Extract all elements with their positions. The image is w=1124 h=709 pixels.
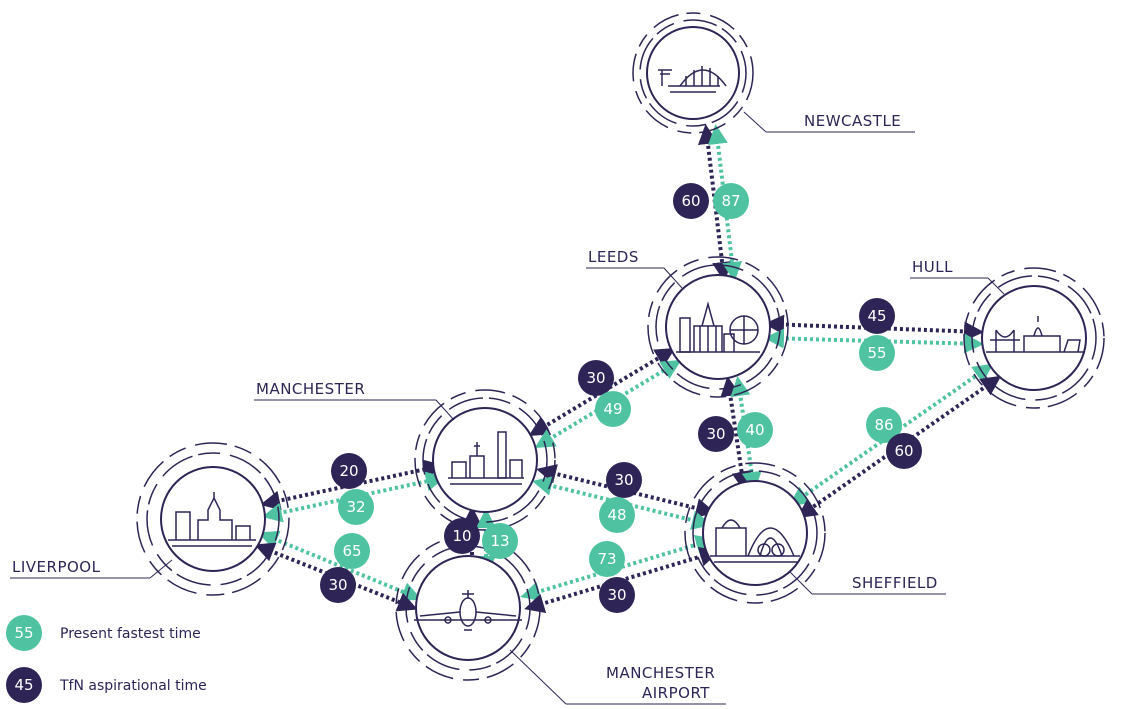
svg-text:55: 55 xyxy=(14,624,33,642)
badge-hull-sheffield-present: 86 xyxy=(866,407,902,443)
badge-airport-sheffield-present: 73 xyxy=(589,541,625,577)
svg-text:86: 86 xyxy=(874,416,893,434)
svg-text:45: 45 xyxy=(14,676,33,694)
leeds-label: LEEDS xyxy=(588,248,639,266)
svg-text:73: 73 xyxy=(597,550,616,568)
badge-liverpool-airport-present: 65 xyxy=(334,533,370,569)
svg-text:40: 40 xyxy=(745,421,764,439)
badge-manchester-leeds-present: 49 xyxy=(595,391,631,427)
manchester-town-hall-skyline-icon xyxy=(448,431,524,485)
svg-text:32: 32 xyxy=(346,498,365,516)
city-node-liverpool xyxy=(136,442,290,596)
humber-bridge-skyline-icon xyxy=(986,316,1084,353)
svg-text:45: 45 xyxy=(867,307,886,325)
route-newcastle-leeds-present-line xyxy=(707,124,743,282)
legend-aspirational-swatch xyxy=(6,667,42,703)
badge-manchester-airport-present: 13 xyxy=(482,523,518,559)
city-node-hull xyxy=(963,267,1105,409)
time-badges: 60 87 45 55 30 49 30 40 xyxy=(320,183,922,613)
badge-airport-sheffield-aspirational: 30 xyxy=(599,577,635,613)
leeds-label-leader xyxy=(663,267,683,289)
badge-liverpool-manchester-present: 32 xyxy=(338,489,374,525)
legend-present-label: Present fastest time xyxy=(60,626,201,642)
city-node-manchester-airport xyxy=(395,535,541,681)
sheffield-label: SHEFFIELD xyxy=(852,574,938,592)
svg-text:60: 60 xyxy=(894,442,913,460)
svg-text:49: 49 xyxy=(603,400,622,418)
badge-leeds-hull-aspirational: 45 xyxy=(859,298,895,334)
badge-liverpool-airport-aspirational: 30 xyxy=(320,567,356,603)
svg-text:30: 30 xyxy=(607,586,626,604)
badge-hull-sheffield-aspirational: 60 xyxy=(886,433,922,469)
connection-lines xyxy=(254,124,1002,614)
legend-aspirational-label: TfN aspirational time xyxy=(59,678,207,694)
hull-label-leader xyxy=(987,277,1005,295)
city-node-newcastle xyxy=(632,12,754,134)
svg-text:55: 55 xyxy=(867,344,886,362)
manchester-airport-label-line1: MANCHESTER xyxy=(606,664,715,682)
svg-text:65: 65 xyxy=(342,542,361,560)
svg-text:30: 30 xyxy=(586,369,605,387)
badge-manchester-leeds-aspirational: 30 xyxy=(578,360,614,396)
sheffield-label-leader xyxy=(789,571,813,595)
manchester-label: MANCHESTER xyxy=(256,380,365,398)
legend-present-item: 55 Present fastest time xyxy=(6,615,201,651)
svg-text:30: 30 xyxy=(706,425,725,443)
liverpool-label: LIVERPOOL xyxy=(12,558,101,576)
liver-building-skyline-icon xyxy=(168,492,256,547)
manchester-airport-label-leader xyxy=(509,649,567,705)
city-node-sheffield xyxy=(684,462,826,604)
badge-manchester-sheffield-present: 48 xyxy=(599,497,635,533)
legend: 55 Present fastest time 45 TfN aspiratio… xyxy=(6,615,207,703)
badge-newcastle-leeds-present: 87 xyxy=(713,183,749,219)
city-node-manchester xyxy=(414,389,556,531)
airplane-icon xyxy=(414,590,522,631)
city-node-leeds xyxy=(647,256,789,398)
newcastle-label-leader xyxy=(743,111,767,133)
newcastle-label: NEWCASTLE xyxy=(804,112,901,130)
svg-text:30: 30 xyxy=(614,471,633,489)
svg-text:10: 10 xyxy=(452,527,471,545)
badge-manchester-airport-aspirational: 10 xyxy=(444,518,480,554)
manchester-airport-label-line2: AIRPORT xyxy=(642,684,710,702)
legend-aspirational-item: 45 TfN aspirational time xyxy=(6,667,207,703)
legend-present-swatch xyxy=(6,615,42,651)
liverpool-label-leader xyxy=(149,559,173,579)
badge-manchester-sheffield-aspirational: 30 xyxy=(606,462,642,498)
route-leeds-hull-present-line xyxy=(764,328,984,354)
badge-liverpool-manchester-aspirational: 20 xyxy=(331,453,367,489)
svg-text:13: 13 xyxy=(490,532,509,550)
route-liverpool-airport-aspirational-line xyxy=(254,542,418,612)
manchester-label-leader xyxy=(435,399,455,421)
svg-text:30: 30 xyxy=(328,576,347,594)
badge-leeds-hull-present: 55 xyxy=(859,335,895,371)
svg-text:20: 20 xyxy=(339,462,358,480)
tyne-bridge-skyline-icon xyxy=(658,66,727,93)
svg-text:60: 60 xyxy=(681,192,700,210)
badge-leeds-sheffield-present: 40 xyxy=(737,412,773,448)
leeds-civic-hall-skyline-icon xyxy=(676,301,760,353)
sheffield-winter-garden-skyline-icon xyxy=(710,519,800,563)
badge-newcastle-leeds-aspirational: 60 xyxy=(673,183,709,219)
badge-leeds-sheffield-aspirational: 30 xyxy=(698,416,734,452)
svg-text:87: 87 xyxy=(721,192,740,210)
hull-label: HULL xyxy=(912,258,953,276)
svg-text:48: 48 xyxy=(607,506,626,524)
